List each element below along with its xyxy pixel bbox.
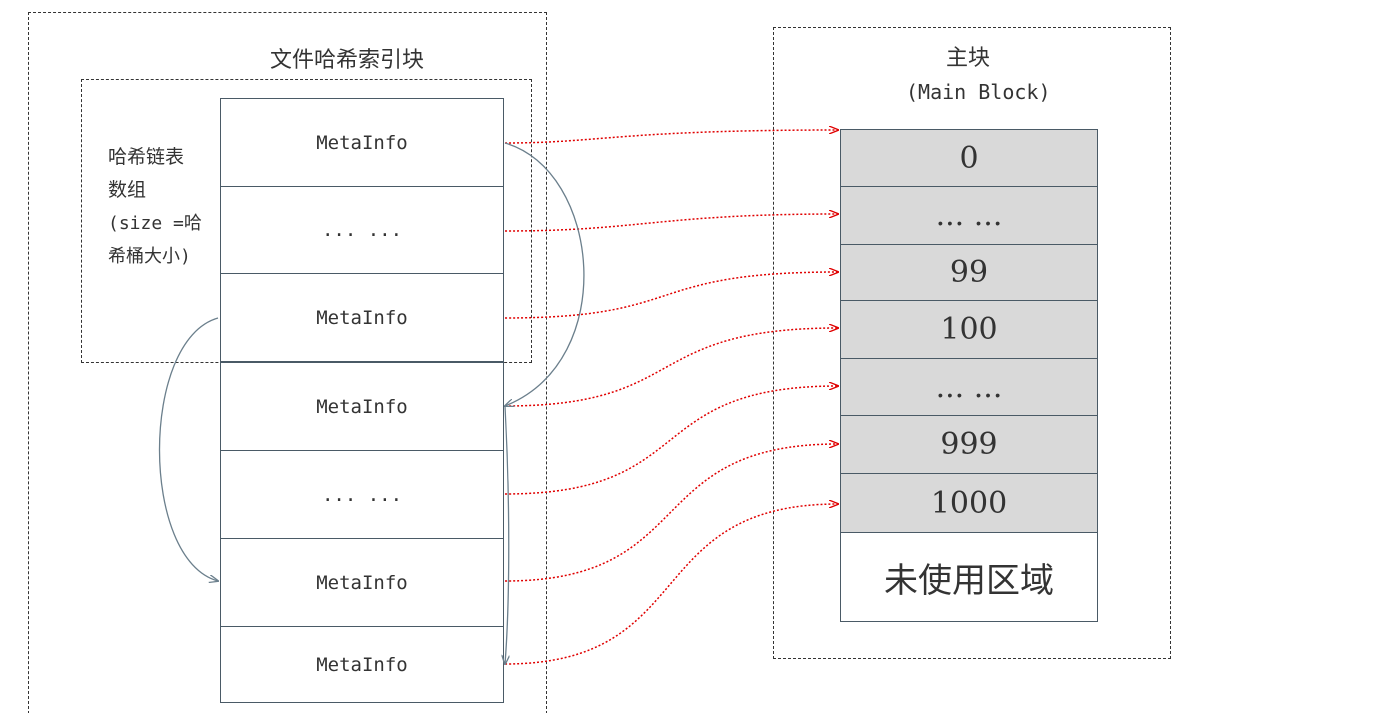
- link-arrow-0: [504, 130, 838, 144]
- array-label-line2: 数组: [108, 179, 147, 201]
- array-label-line3: (size =哈: [108, 213, 202, 234]
- link-arrow-2: [504, 272, 838, 319]
- main-cell-4: ... ...: [840, 358, 1098, 416]
- link-arrow-3: [504, 328, 838, 407]
- main-cell-1: ... ...: [840, 186, 1098, 245]
- main-block-title: 主块: [946, 46, 991, 71]
- link-arrow-5: [504, 444, 838, 582]
- main-block-subtitle: (Main Block): [906, 80, 1051, 104]
- file-hash-index-title: 文件哈希索引块: [270, 48, 425, 73]
- meta-cell-6: MetaInfo: [220, 626, 504, 703]
- main-block-region: [773, 27, 1171, 659]
- main-cell-0: 0: [840, 129, 1098, 187]
- main-cell-6: 1000: [840, 473, 1098, 533]
- link-arrow-6: [504, 504, 838, 665]
- main-cell-3: 100: [840, 300, 1098, 359]
- array-label-line4: 希桶大小): [108, 246, 191, 267]
- link-arrow-1: [504, 214, 838, 232]
- chain-arrow-0-to-3: [505, 142, 585, 406]
- meta-cell-0: MetaInfo: [220, 98, 504, 187]
- chain-arrow-2-to-5: [158, 317, 219, 581]
- meta-cell-4: ... ...: [220, 450, 504, 539]
- link-arrow-4: [504, 386, 838, 495]
- array-label-line1: 哈希链表: [108, 146, 185, 168]
- file-hash-index-block: [28, 12, 547, 713]
- meta-cell-3: MetaInfo: [220, 362, 504, 451]
- main-cell-2: 99: [840, 244, 1098, 301]
- unused-area-cell: 未使用区域: [840, 532, 1098, 622]
- chain-arrow-3-to-6: [505, 405, 509, 664]
- meta-cell-5: MetaInfo: [220, 538, 504, 627]
- meta-cell-2: MetaInfo: [220, 273, 504, 362]
